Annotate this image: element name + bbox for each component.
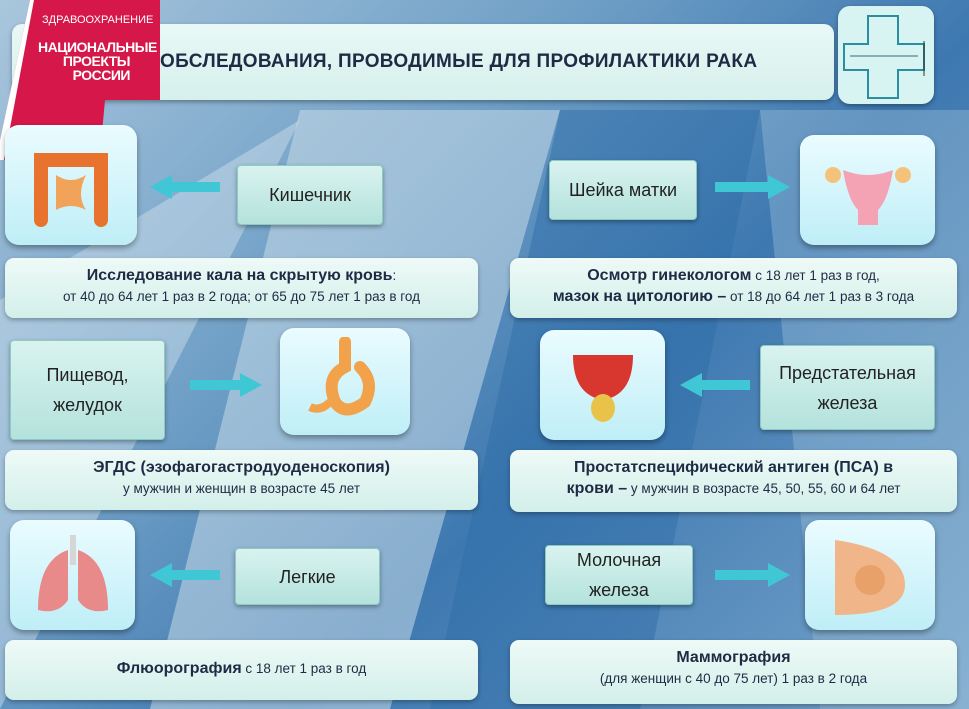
label-lungs: Легкие: [235, 548, 380, 605]
arrow-right-icon: [715, 175, 790, 199]
lungs-image: [10, 520, 135, 630]
prostate-image: [540, 330, 665, 440]
label-esophagus-stomach: Пищевод,желудок: [10, 340, 165, 440]
breast-image: [805, 520, 935, 630]
national-projects-badge: [0, 0, 160, 160]
label-cervix: Шейка матки: [549, 160, 697, 220]
uterus-image: [800, 135, 935, 245]
card-egds: ЭГДС (эзофагогастродуоденоскопия)у мужчи…: [5, 450, 478, 510]
arrow-right-icon: [190, 373, 262, 397]
stomach-image: [280, 328, 410, 435]
arrow-left-icon: [150, 563, 220, 587]
intestine-image: [5, 125, 137, 245]
card-gynecologist: Осмотр гинекологом с 18 лет 1 раз в год,…: [510, 258, 957, 318]
badge-healthcare-text: ЗДРАВООХРАНЕНИЕ: [42, 14, 154, 26]
arrow-left-icon: [680, 373, 750, 397]
card-fluorography: Флюорография с 18 лет 1 раз в год: [5, 640, 478, 700]
card-fecal-occult-blood: Исследование кала на скрытую кровь:от 40…: [5, 258, 478, 318]
card-mammography: Маммография(для женщин с 40 до 75 лет) 1…: [510, 640, 957, 704]
label-intestine: Кишечник: [237, 165, 383, 225]
arrow-left-icon: [150, 175, 220, 199]
public-health-center-logo: [838, 6, 934, 104]
arrow-right-icon: [715, 563, 790, 587]
